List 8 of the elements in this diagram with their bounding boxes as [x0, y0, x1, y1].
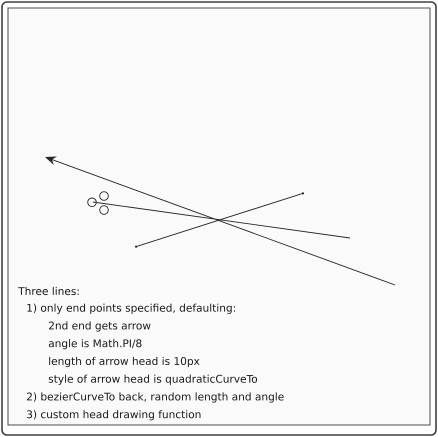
text-line: angle is Math.PI/8 [48, 339, 142, 350]
text-line: 1) only end points specified, defaulting: [27, 304, 235, 314]
text-line: 2nd end gets arrow [48, 321, 151, 332]
text-line: 3) custom head drawing function [27, 410, 200, 420]
text-line: Three lines: [18, 286, 79, 296]
text-line: 2) bezierCurveTo back, random length and angle [27, 392, 284, 403]
text-line: length of arrow head is 10px [49, 356, 200, 368]
text-line: style of arrow head is quadraticCurveTo [48, 374, 258, 385]
